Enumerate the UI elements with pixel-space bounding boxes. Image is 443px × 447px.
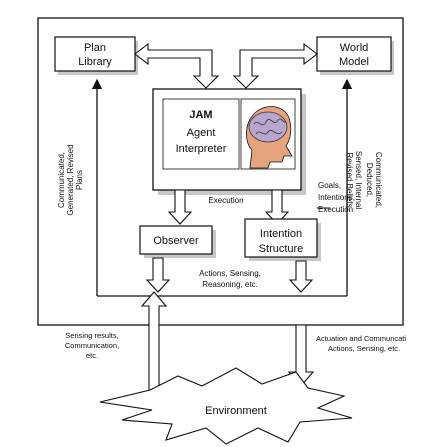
execution-label: Execution [208,196,243,205]
sensing-arrow [140,291,168,396]
actions-line-1: Actions, Sensing, [199,269,261,278]
plans-label-line-2: Generated, Revised [66,144,75,215]
execution-arrow-to-observer [167,189,193,225]
world-model-box: World Model [316,36,394,75]
plan-library-line-2: Library [78,56,112,68]
interpreter-line-2: Interpreter [176,143,227,155]
world-model-line-2: Model [339,56,369,68]
intention-structure-box: Intention Structure [244,218,321,261]
sensing-line-3: etc. [86,351,98,360]
execution-arrow-to-intention [264,189,290,225]
world-model-to-interpreter-arrow [232,42,318,89]
actuation-line-2: Actions, Sensing, etc. [328,344,400,353]
sensing-line-1: Sensing results, [65,331,118,340]
interpreter-title: JAM [189,109,212,121]
observer-label: Observer [153,235,199,247]
observer-box: Observer [139,225,216,258]
intention-line-1: Intention [260,228,302,240]
goals-line-2: Intentions, [318,193,355,202]
environment-shape: Environment [99,367,353,445]
plans-label-line-1: Communicated, [57,152,66,208]
goals-line-3: Execution [318,205,353,214]
intention-to-bus-arrow [288,260,314,293]
environment-label: Environment [205,405,267,417]
actuation-line-1: Actuation and Communcati [316,334,406,343]
sensing-line-2: Communication, [65,341,119,350]
plan-library-to-interpreter-arrow [134,42,220,89]
beliefs-label-line-3: Communicated, [374,152,383,208]
goals-line-1: Goals, [318,181,341,190]
actions-line-2: Reasoning, etc. [202,280,258,289]
observer-to-bus-arrow [145,257,171,293]
world-model-line-1: World [340,42,369,54]
brain-head-icon [240,98,296,170]
beliefs-label-line-1: Sensed, Internal [354,151,363,209]
plans-label-line-3: Plans [75,170,84,190]
intention-line-2: Structure [259,243,304,255]
beliefs-label-line-2: Revised Beliefs [345,152,354,207]
plan-library-line-1: Plan [84,42,106,54]
interpreter-line-1: Agent [187,127,216,139]
beliefs-label-line-4: Deduced, [365,163,374,197]
jam-interpreter-box: JAM Agent Interpreter [152,88,306,195]
plan-library-box: Plan Library [54,36,138,75]
